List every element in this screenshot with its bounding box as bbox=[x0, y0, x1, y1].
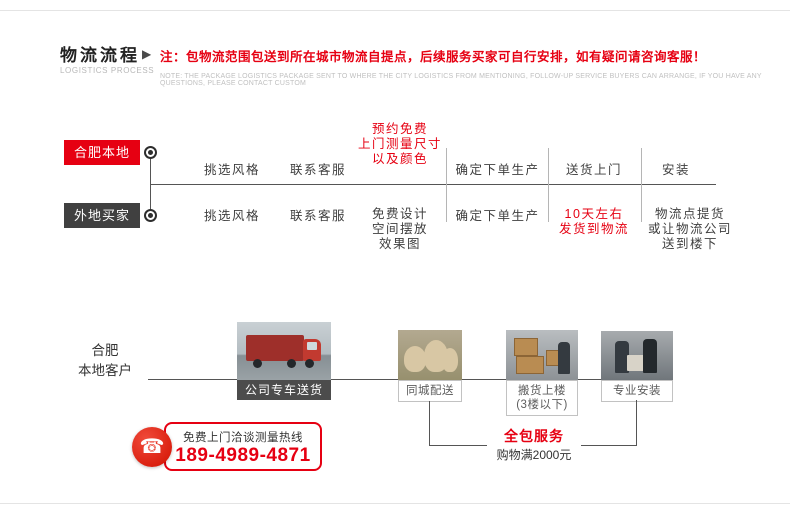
delivery-station: 搬货上楼 (3楼以下) bbox=[506, 330, 578, 416]
bracket-line bbox=[429, 401, 430, 446]
remote-flow-label: 外地买家 bbox=[64, 203, 140, 228]
delivery-station: 公司专车送货 bbox=[237, 322, 331, 400]
flow-step: 联系客服 bbox=[289, 209, 346, 223]
station-label: 搬货上楼 (3楼以下) bbox=[506, 380, 578, 416]
flow-step: 挑选风格 bbox=[203, 163, 260, 177]
local-flow-label: 合肥本地 bbox=[64, 140, 140, 165]
logistics-note: 注：包物流范围包送到所在城市物流自提点，后续服务买家可自行安排，如有疑问请咨询客… bbox=[160, 50, 707, 64]
delivery-station: 同城配送 bbox=[398, 330, 462, 402]
hotline-box: 免费上门洽谈测量热线 189-4989-4871 bbox=[164, 422, 322, 471]
arrow-right-icon: ▶ bbox=[142, 47, 152, 61]
installation-photo bbox=[601, 331, 673, 380]
flow-step: 免费设计 空间摆放 效果图 bbox=[371, 207, 428, 251]
phone-icon: ☎ bbox=[132, 427, 172, 467]
station-label: 公司专车送货 bbox=[237, 380, 331, 400]
flow-step-highlight: 10天左右 发货到物流 bbox=[558, 207, 629, 236]
section-title: 物流流程 bbox=[60, 46, 140, 65]
delivery-truck-photo bbox=[237, 322, 331, 380]
station-label: 同城配送 bbox=[398, 380, 462, 402]
carry-upstairs-photo bbox=[506, 330, 578, 380]
station-label: 专业安装 bbox=[601, 380, 673, 402]
flow-separator bbox=[446, 148, 447, 222]
full-package-note: 全包服务 购物满2000元 bbox=[487, 427, 581, 465]
bottom-divider bbox=[0, 503, 790, 504]
local-customer-label: 合肥 本地客户 bbox=[78, 343, 132, 378]
flow-step: 送货上门 bbox=[565, 163, 622, 177]
flow-step: 安装 bbox=[661, 163, 690, 177]
hotline-caption: 免费上门洽谈测量热线 bbox=[183, 432, 303, 444]
flow-step: 确定下单生产 bbox=[455, 209, 540, 223]
remote-flow-node-icon bbox=[144, 209, 157, 222]
flow-step-highlight: 预约免费 上门测量尺寸 以及颜色 bbox=[357, 122, 442, 166]
full-package-title: 全包服务 bbox=[504, 428, 564, 444]
flow-step: 联系客服 bbox=[289, 163, 346, 177]
flow-step: 确定下单生产 bbox=[455, 163, 540, 177]
delivery-station: 专业安装 bbox=[601, 331, 673, 402]
top-divider bbox=[0, 10, 790, 11]
local-flow-node-icon bbox=[144, 146, 157, 159]
flow-step: 挑选风格 bbox=[203, 209, 260, 223]
flow-separator bbox=[548, 148, 549, 222]
city-goods-photo bbox=[398, 330, 462, 380]
bracket-line bbox=[636, 400, 637, 446]
section-subtitle: LOGISTICS PROCESS bbox=[60, 66, 155, 75]
hotline-phone-number: 189-4989-4871 bbox=[175, 445, 311, 466]
full-package-subtitle: 购物满2000元 bbox=[496, 448, 572, 462]
flow-line bbox=[150, 184, 716, 185]
flow-separator bbox=[641, 148, 642, 222]
logistics-note-english: NOTE: THE PACKAGE LOGISTICS PACKAGE SENT… bbox=[160, 73, 762, 87]
flow-step: 物流点提货 或让物流公司 送到楼下 bbox=[647, 207, 732, 251]
